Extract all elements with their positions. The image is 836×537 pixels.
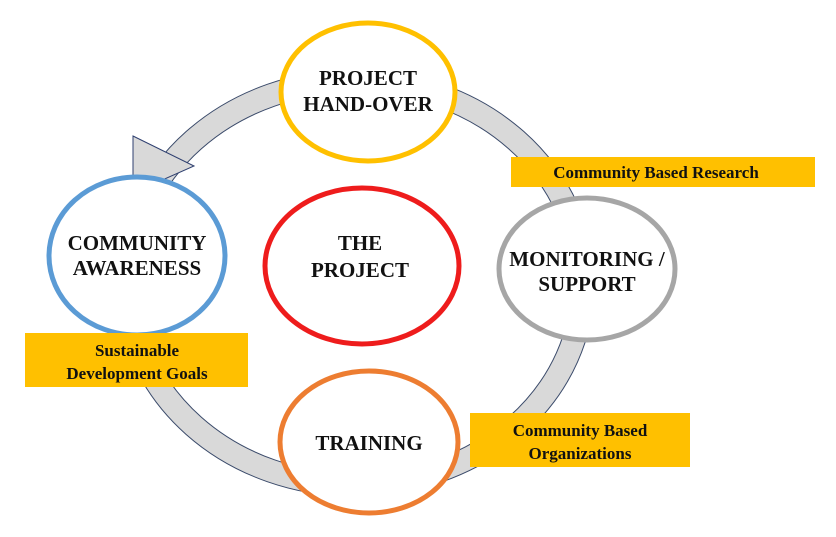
svg-text:PROJECT: PROJECT	[311, 258, 409, 282]
svg-text:PROJECT: PROJECT	[319, 66, 417, 90]
svg-text:TRAINING: TRAINING	[315, 431, 422, 455]
tag-community-based-research: Community Based Research	[511, 157, 815, 187]
tag-sustainable-development-goals: Sustainable Development Goals	[25, 333, 248, 387]
svg-text:SUPPORT: SUPPORT	[538, 272, 635, 296]
svg-text:HAND-OVER: HAND-OVER	[303, 92, 433, 116]
svg-text:Community Based Research: Community Based Research	[553, 163, 759, 182]
svg-text:Organizations: Organizations	[529, 444, 632, 463]
svg-text:MONITORING /: MONITORING /	[509, 247, 666, 271]
node-project-hand-over: PROJECT HAND-OVER	[278, 20, 458, 164]
tag-community-based-organizations: Community Based Organizations	[470, 413, 690, 467]
svg-text:AWARENESS: AWARENESS	[73, 256, 201, 280]
svg-text:Sustainable: Sustainable	[95, 341, 180, 360]
svg-text:THE: THE	[338, 231, 382, 255]
svg-text:Community Based: Community Based	[513, 421, 648, 440]
svg-text:Development Goals: Development Goals	[66, 364, 208, 383]
node-monitoring-support: MONITORING / SUPPORT	[496, 195, 678, 343]
node-the-project: THE PROJECT	[262, 185, 462, 347]
node-training: TRAINING	[277, 368, 461, 516]
node-community-awareness: COMMUNITY AWARENESS	[46, 174, 228, 338]
svg-text:COMMUNITY: COMMUNITY	[68, 231, 207, 255]
